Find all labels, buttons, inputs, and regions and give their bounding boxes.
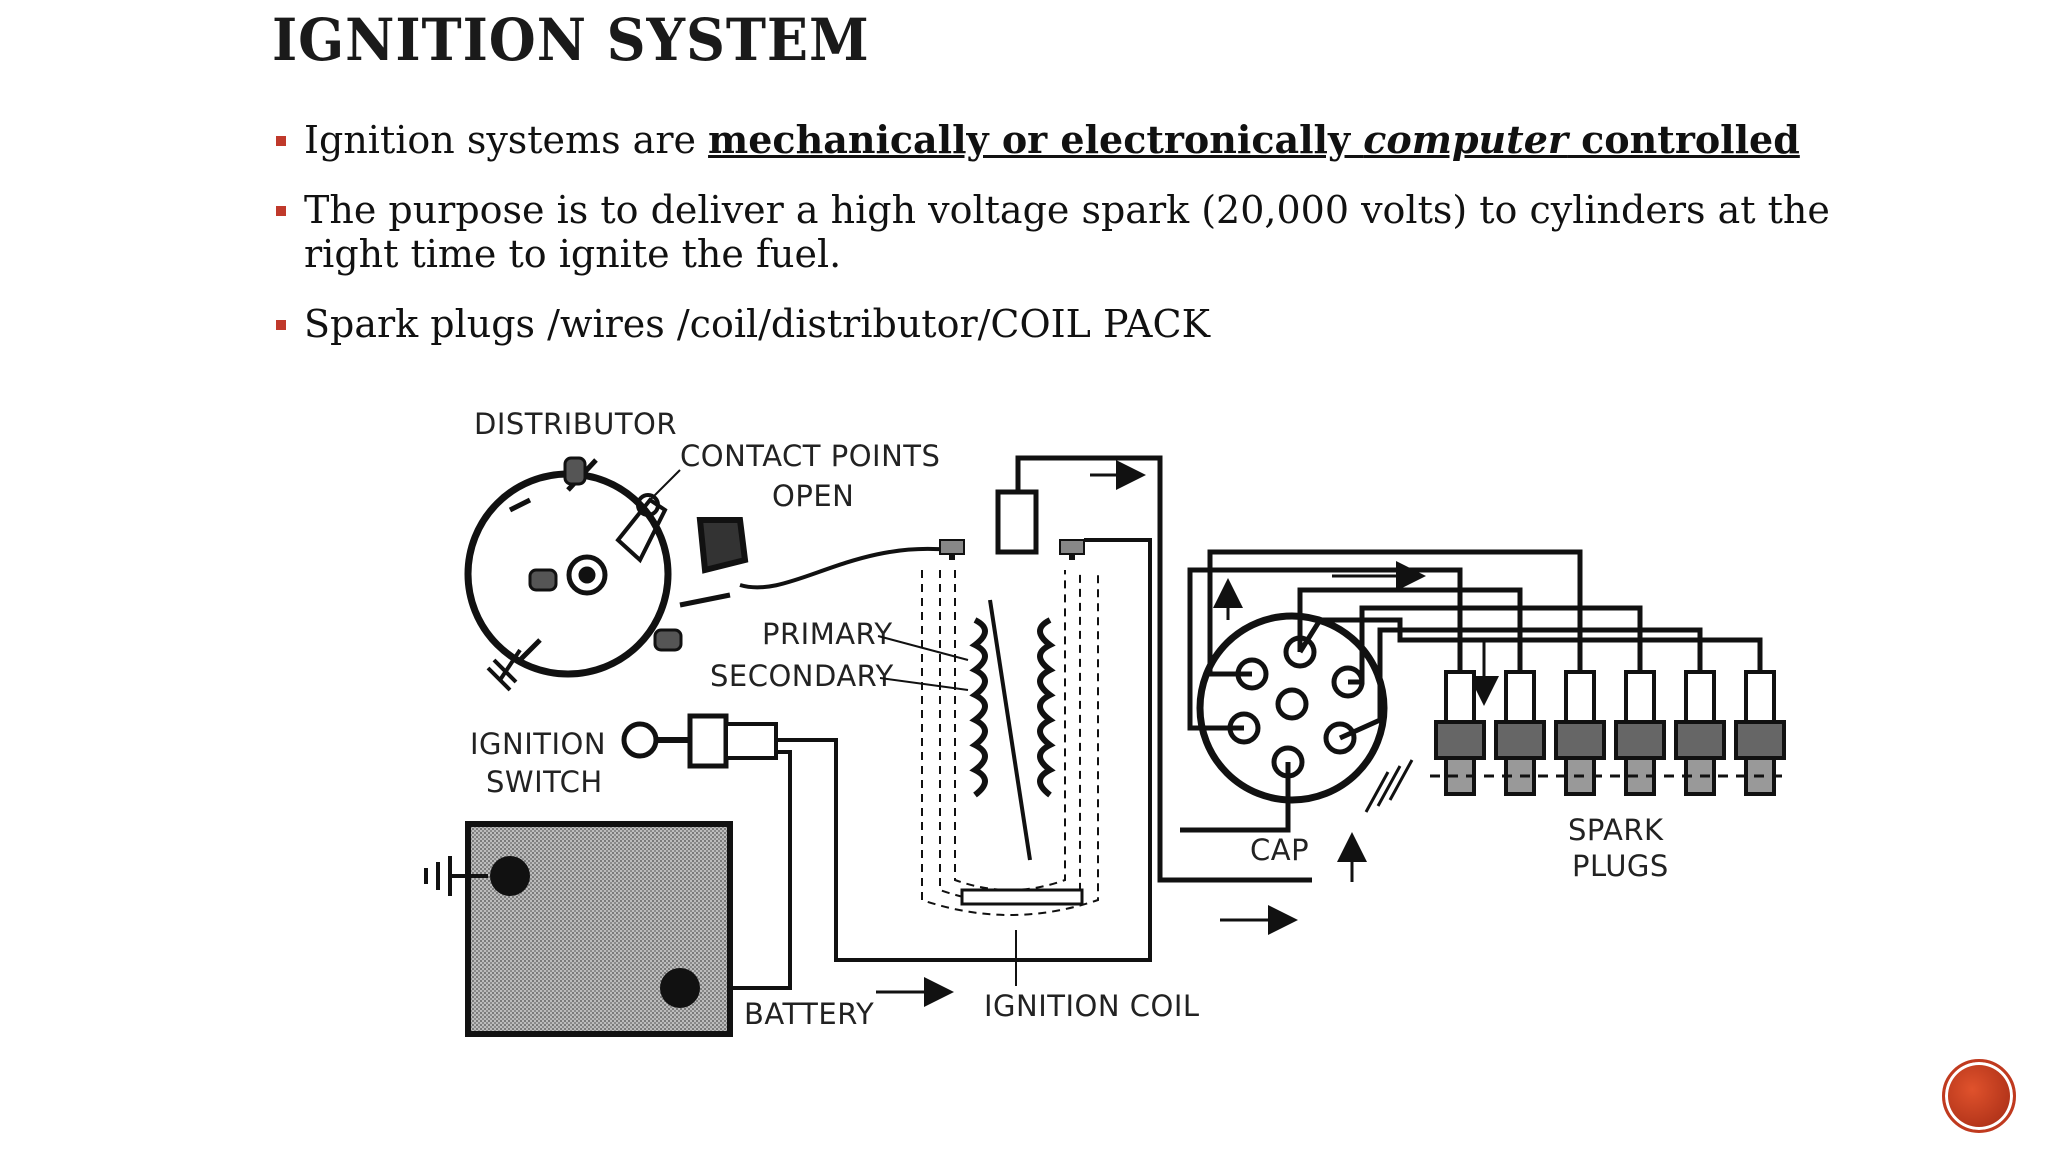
spark-plugs xyxy=(1364,670,1790,813)
distributor-cap xyxy=(1196,612,1388,804)
spark-plugs-label: SPARK xyxy=(1568,813,1664,847)
cap-label: CAP xyxy=(1250,833,1309,867)
contact-points-open-label: OPEN xyxy=(772,479,854,513)
slide-title: IGNITION SYSTEM xyxy=(272,6,870,74)
bullet-list: Ignition systems are mechanically or ele… xyxy=(274,118,1834,372)
bullet-text-prefix: Ignition systems are xyxy=(304,118,709,162)
primary-label: PRIMARY xyxy=(762,617,893,651)
ignition-switch-label-2: SWITCH xyxy=(486,765,603,799)
underlined-italic-part: computer xyxy=(1363,117,1568,162)
bullet-text: The purpose is to deliver a high voltage… xyxy=(304,188,1830,276)
underlined-part-1: mechanically or electronically xyxy=(708,117,1364,162)
ignition-switch-label: IGNITION xyxy=(470,727,606,761)
ignition-coil-label: IGNITION COIL xyxy=(984,989,1200,1023)
bullet-item: Spark plugs /wires /coil/distributor/COI… xyxy=(274,302,1834,346)
underlined-part-2: controlled xyxy=(1567,117,1800,162)
battery xyxy=(424,821,733,1037)
square-bullet-icon xyxy=(276,206,286,216)
distributor-label: DISTRIBUTOR xyxy=(474,407,677,441)
ignition-switch xyxy=(621,713,778,769)
bullet-item: Ignition systems are mechanically or ele… xyxy=(274,118,1834,162)
contact-points-label: CONTACT POINTS xyxy=(680,439,940,473)
spark-plugs-label-2: PLUGS xyxy=(1572,849,1669,883)
square-bullet-icon xyxy=(276,320,286,330)
bullet-underlined-text: mechanically or electronically computer … xyxy=(708,117,1800,162)
bullet-item: The purpose is to deliver a high voltage… xyxy=(274,188,1834,276)
square-bullet-icon xyxy=(276,136,286,146)
secondary-label: SECONDARY xyxy=(710,659,894,693)
bullet-text: Spark plugs /wires /coil/distributor/COI… xyxy=(304,302,1210,346)
distributor xyxy=(464,456,749,692)
ignition-coil xyxy=(921,489,1099,916)
battery-label: BATTERY xyxy=(744,997,874,1031)
slide-nav-button[interactable] xyxy=(1942,1059,2016,1133)
